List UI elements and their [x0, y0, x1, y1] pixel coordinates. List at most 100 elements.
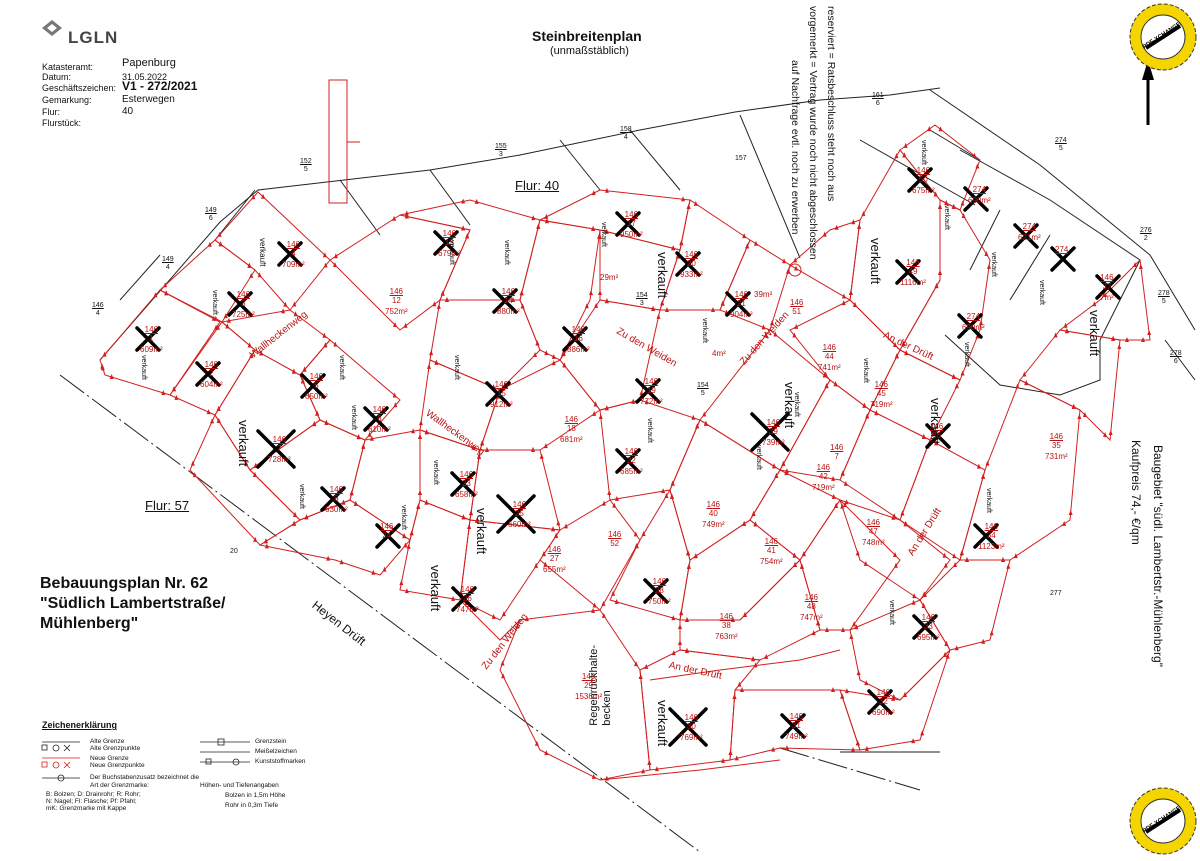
- sold-label: verkauft: [888, 600, 895, 625]
- boundary-point-icon: [671, 245, 676, 251]
- boundary-point-icon: [840, 693, 845, 699]
- parcel-sub: 35: [1051, 441, 1061, 450]
- field-label-geschaeftszeichen: Geschäftszeichen:: [42, 83, 117, 93]
- sold-label: verkauft: [448, 240, 455, 265]
- boundary-point-icon: [794, 323, 799, 329]
- boundary-point-icon: [784, 468, 789, 474]
- boundary-point-icon: [679, 240, 684, 246]
- field-value-gemarkung: Esterwegen: [122, 94, 175, 105]
- parcel-area: 690m²: [968, 196, 991, 205]
- boundary-point-icon: [989, 630, 994, 636]
- neighbor-sub: 3: [498, 151, 503, 158]
- parcel-number: 146: [719, 612, 734, 621]
- boundary-point-icon: [651, 305, 656, 311]
- sold-cross-icon: [957, 313, 983, 339]
- sold-label: verkauft: [755, 445, 762, 470]
- boundary-point-icon: [848, 290, 853, 296]
- boundary-point-icon: [468, 510, 473, 516]
- boundary-point-icon: [679, 610, 684, 616]
- parcel-area: 655m²: [543, 565, 566, 574]
- parcel-number: 146: [309, 372, 324, 381]
- boundary-point-icon: [771, 746, 776, 752]
- sold-label: verkauft: [793, 392, 800, 417]
- boundary-point-icon: [972, 152, 977, 158]
- boundary-point-icon: [531, 447, 535, 452]
- parcel-area: 630m²: [325, 505, 348, 514]
- boundary-point-icon: [953, 561, 958, 567]
- boundary-point-icon: [467, 523, 472, 529]
- boundary-point-icon: [742, 520, 747, 526]
- parcel-sub: 32: [878, 697, 888, 706]
- boundary-point-icon: [1024, 380, 1029, 386]
- parcel-label: 274: [1055, 245, 1068, 254]
- boundary-point-icon: [217, 231, 222, 237]
- boundary-point-icon: [161, 389, 166, 395]
- parcel-sub: 20: [686, 259, 696, 268]
- parcel-number: 146: [372, 405, 387, 414]
- parcel-number: 146: [501, 287, 516, 296]
- parcel-sub: 25: [514, 509, 524, 518]
- boundary-point-icon: [249, 272, 254, 278]
- boundary-point-icon: [535, 340, 540, 346]
- boundary-point-icon: [598, 413, 603, 419]
- boundary-point-icon: [591, 607, 596, 613]
- boundary-point-icon: [611, 590, 616, 596]
- boundary-point-icon: [734, 755, 739, 761]
- legend-item: mK: Grenzmarke mit Kappe: [46, 805, 127, 812]
- boundary-point-icon: [978, 320, 983, 326]
- parcel-area: 690m²: [872, 708, 895, 717]
- parcel-sub: 52: [610, 539, 620, 548]
- boundary-point-icon: [1102, 292, 1107, 298]
- parcel-number: 146: [876, 688, 891, 697]
- parcel-area: 749m²: [785, 732, 808, 741]
- boundary-point-icon: [1001, 557, 1005, 562]
- parcel-number: 146: [930, 422, 944, 431]
- boundary-point-icon: [1092, 301, 1097, 307]
- boundary-point-icon: [763, 332, 768, 338]
- boundary-point-icon: [770, 320, 775, 326]
- boundary-point-icon: [782, 258, 787, 264]
- parcel-sub: 40: [708, 509, 718, 518]
- boundary-point-icon: [893, 342, 898, 348]
- boundary-point-icon: [261, 193, 266, 199]
- sold-label: verkauft: [298, 484, 305, 509]
- boundary-point-icon: [434, 359, 439, 365]
- boundary-point-icon: [534, 740, 539, 746]
- boundary-point-icon: [206, 409, 211, 415]
- boundary-point-icon: [259, 350, 264, 356]
- parcel-area: 886m²: [567, 345, 590, 354]
- boundary-point-icon: [863, 560, 868, 566]
- circle-marker: [788, 263, 802, 277]
- parcel-area: 610m²: [368, 425, 391, 434]
- parcel-area: 912m²: [490, 400, 513, 409]
- boundary-point-icon: [824, 383, 829, 389]
- boundary-point-icon: [315, 410, 320, 416]
- boundary-point-icon: [536, 223, 541, 229]
- boundary-point-icon: [293, 311, 298, 317]
- boundary-point-icon: [893, 562, 898, 568]
- boundary-point-icon: [539, 453, 544, 459]
- boundary-point-icon: [226, 317, 231, 323]
- parcel-sub: 4: [291, 249, 296, 258]
- baugebiet-label: Baugebiet "südl. Lambertstr.-Mühlenberg": [1151, 445, 1165, 667]
- boundary-point-icon: [207, 241, 212, 247]
- boundary-point-icon: [251, 194, 256, 200]
- parcel-number: 146: [204, 360, 219, 369]
- boundary-point-icon: [500, 660, 505, 666]
- boundary-point-icon: [960, 370, 965, 376]
- sold-cross-icon: [562, 326, 588, 352]
- parcel-area: 1116m²: [900, 278, 926, 287]
- parcel-sub: 13: [444, 238, 454, 247]
